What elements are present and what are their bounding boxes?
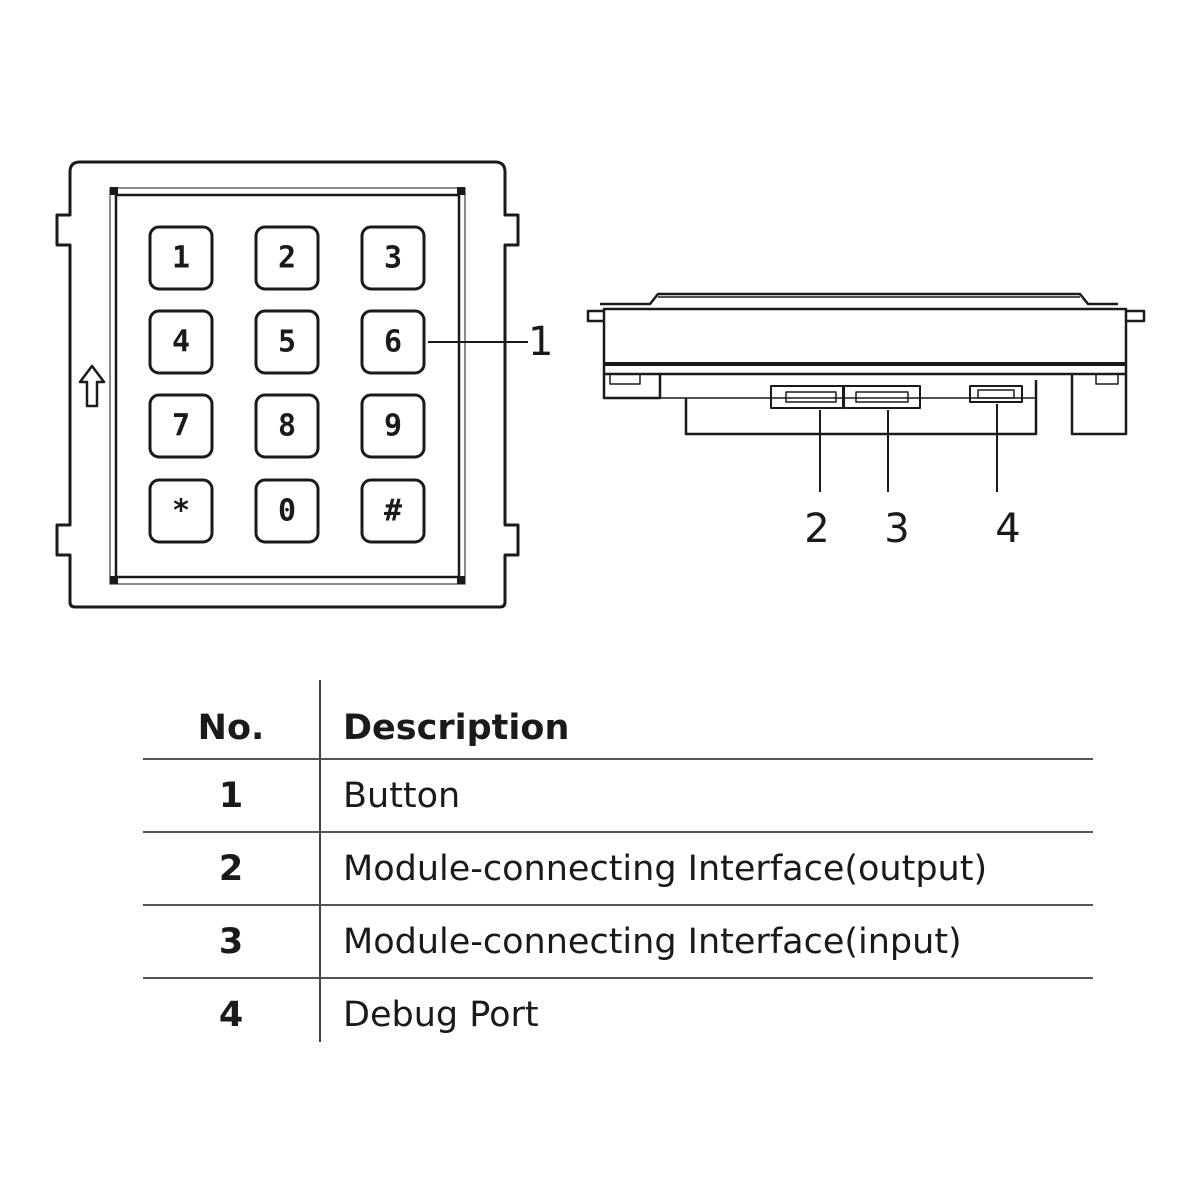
key-outline	[148, 309, 214, 375]
key-label: 4	[172, 325, 190, 360]
key-outline	[360, 309, 426, 375]
module-diagram: 1 2 3 4 5 6 7 8 9 * 0 # 1	[55, 160, 1146, 609]
key-3[interactable]: 3	[360, 225, 426, 291]
header-description: Description	[319, 680, 1093, 760]
key-hash[interactable]: #	[360, 478, 426, 544]
key-5[interactable]: 5	[254, 309, 320, 375]
key-outline	[148, 225, 214, 291]
keypad: 1 2 3 4 5 6 7 8 9 * 0 #	[148, 225, 426, 544]
row-number: 3	[143, 905, 319, 979]
key-outline	[254, 225, 320, 291]
key-8[interactable]: 8	[254, 393, 320, 459]
key-outline	[148, 393, 214, 459]
legend-table: No. Description 1 Button 2 Module-connec…	[143, 680, 1093, 1050]
key-outline	[360, 225, 426, 291]
key-star[interactable]: *	[148, 478, 214, 544]
key-0[interactable]: 0	[254, 478, 320, 544]
key-outline	[360, 393, 426, 459]
key-label: 0	[278, 494, 296, 529]
debug-port	[969, 385, 1023, 403]
header-no: No.	[143, 680, 319, 760]
key-7[interactable]: 7	[148, 393, 214, 459]
key-9[interactable]: 9	[360, 393, 426, 459]
key-label: 3	[384, 241, 402, 276]
connector-output	[770, 385, 844, 409]
key-label: 7	[172, 409, 190, 444]
key-label: 9	[384, 409, 402, 444]
key-outline	[254, 309, 320, 375]
key-label: #	[384, 494, 402, 529]
key-label: 8	[278, 409, 296, 444]
callout-label-3: 3	[884, 506, 909, 552]
table-row: 3 Module-connecting Interface(input)	[143, 905, 1093, 979]
row-description: Module-connecting Interface(output)	[319, 832, 1093, 906]
key-label: 5	[278, 325, 296, 360]
row-number: 4	[218, 994, 244, 1035]
key-outline	[148, 478, 214, 544]
key-4[interactable]: 4	[148, 309, 214, 375]
key-outline	[254, 393, 320, 459]
column-divider	[319, 680, 321, 1042]
key-6[interactable]: 6	[360, 309, 426, 375]
key-outline	[254, 478, 320, 544]
key-1[interactable]: 1	[148, 225, 214, 291]
callout-button: 1	[428, 319, 553, 365]
front-panel	[55, 160, 520, 609]
key-label: *	[172, 494, 190, 529]
table-row: 4 Debug Port	[143, 978, 1093, 1050]
side-view	[586, 292, 1146, 492]
key-2[interactable]: 2	[254, 225, 320, 291]
row-number: 2	[143, 832, 319, 906]
callout-label-1: 1	[528, 319, 553, 365]
table-row: 1 Button	[143, 759, 1093, 833]
callout-label-2: 2	[804, 506, 829, 552]
key-label: 1	[172, 241, 190, 276]
row-number: 1	[143, 759, 319, 833]
callout-label-4: 4	[995, 506, 1020, 552]
table-row: 2 Module-connecting Interface(output)	[143, 832, 1093, 906]
up-arrow-icon	[78, 364, 106, 408]
key-outline	[360, 478, 426, 544]
row-description: Module-connecting Interface(input)	[319, 905, 1093, 979]
row-description: Button	[319, 759, 1093, 833]
key-label: 6	[384, 325, 402, 360]
key-label: 2	[278, 241, 296, 276]
row-description: Debug Port	[343, 994, 539, 1035]
connector-input	[843, 385, 921, 409]
